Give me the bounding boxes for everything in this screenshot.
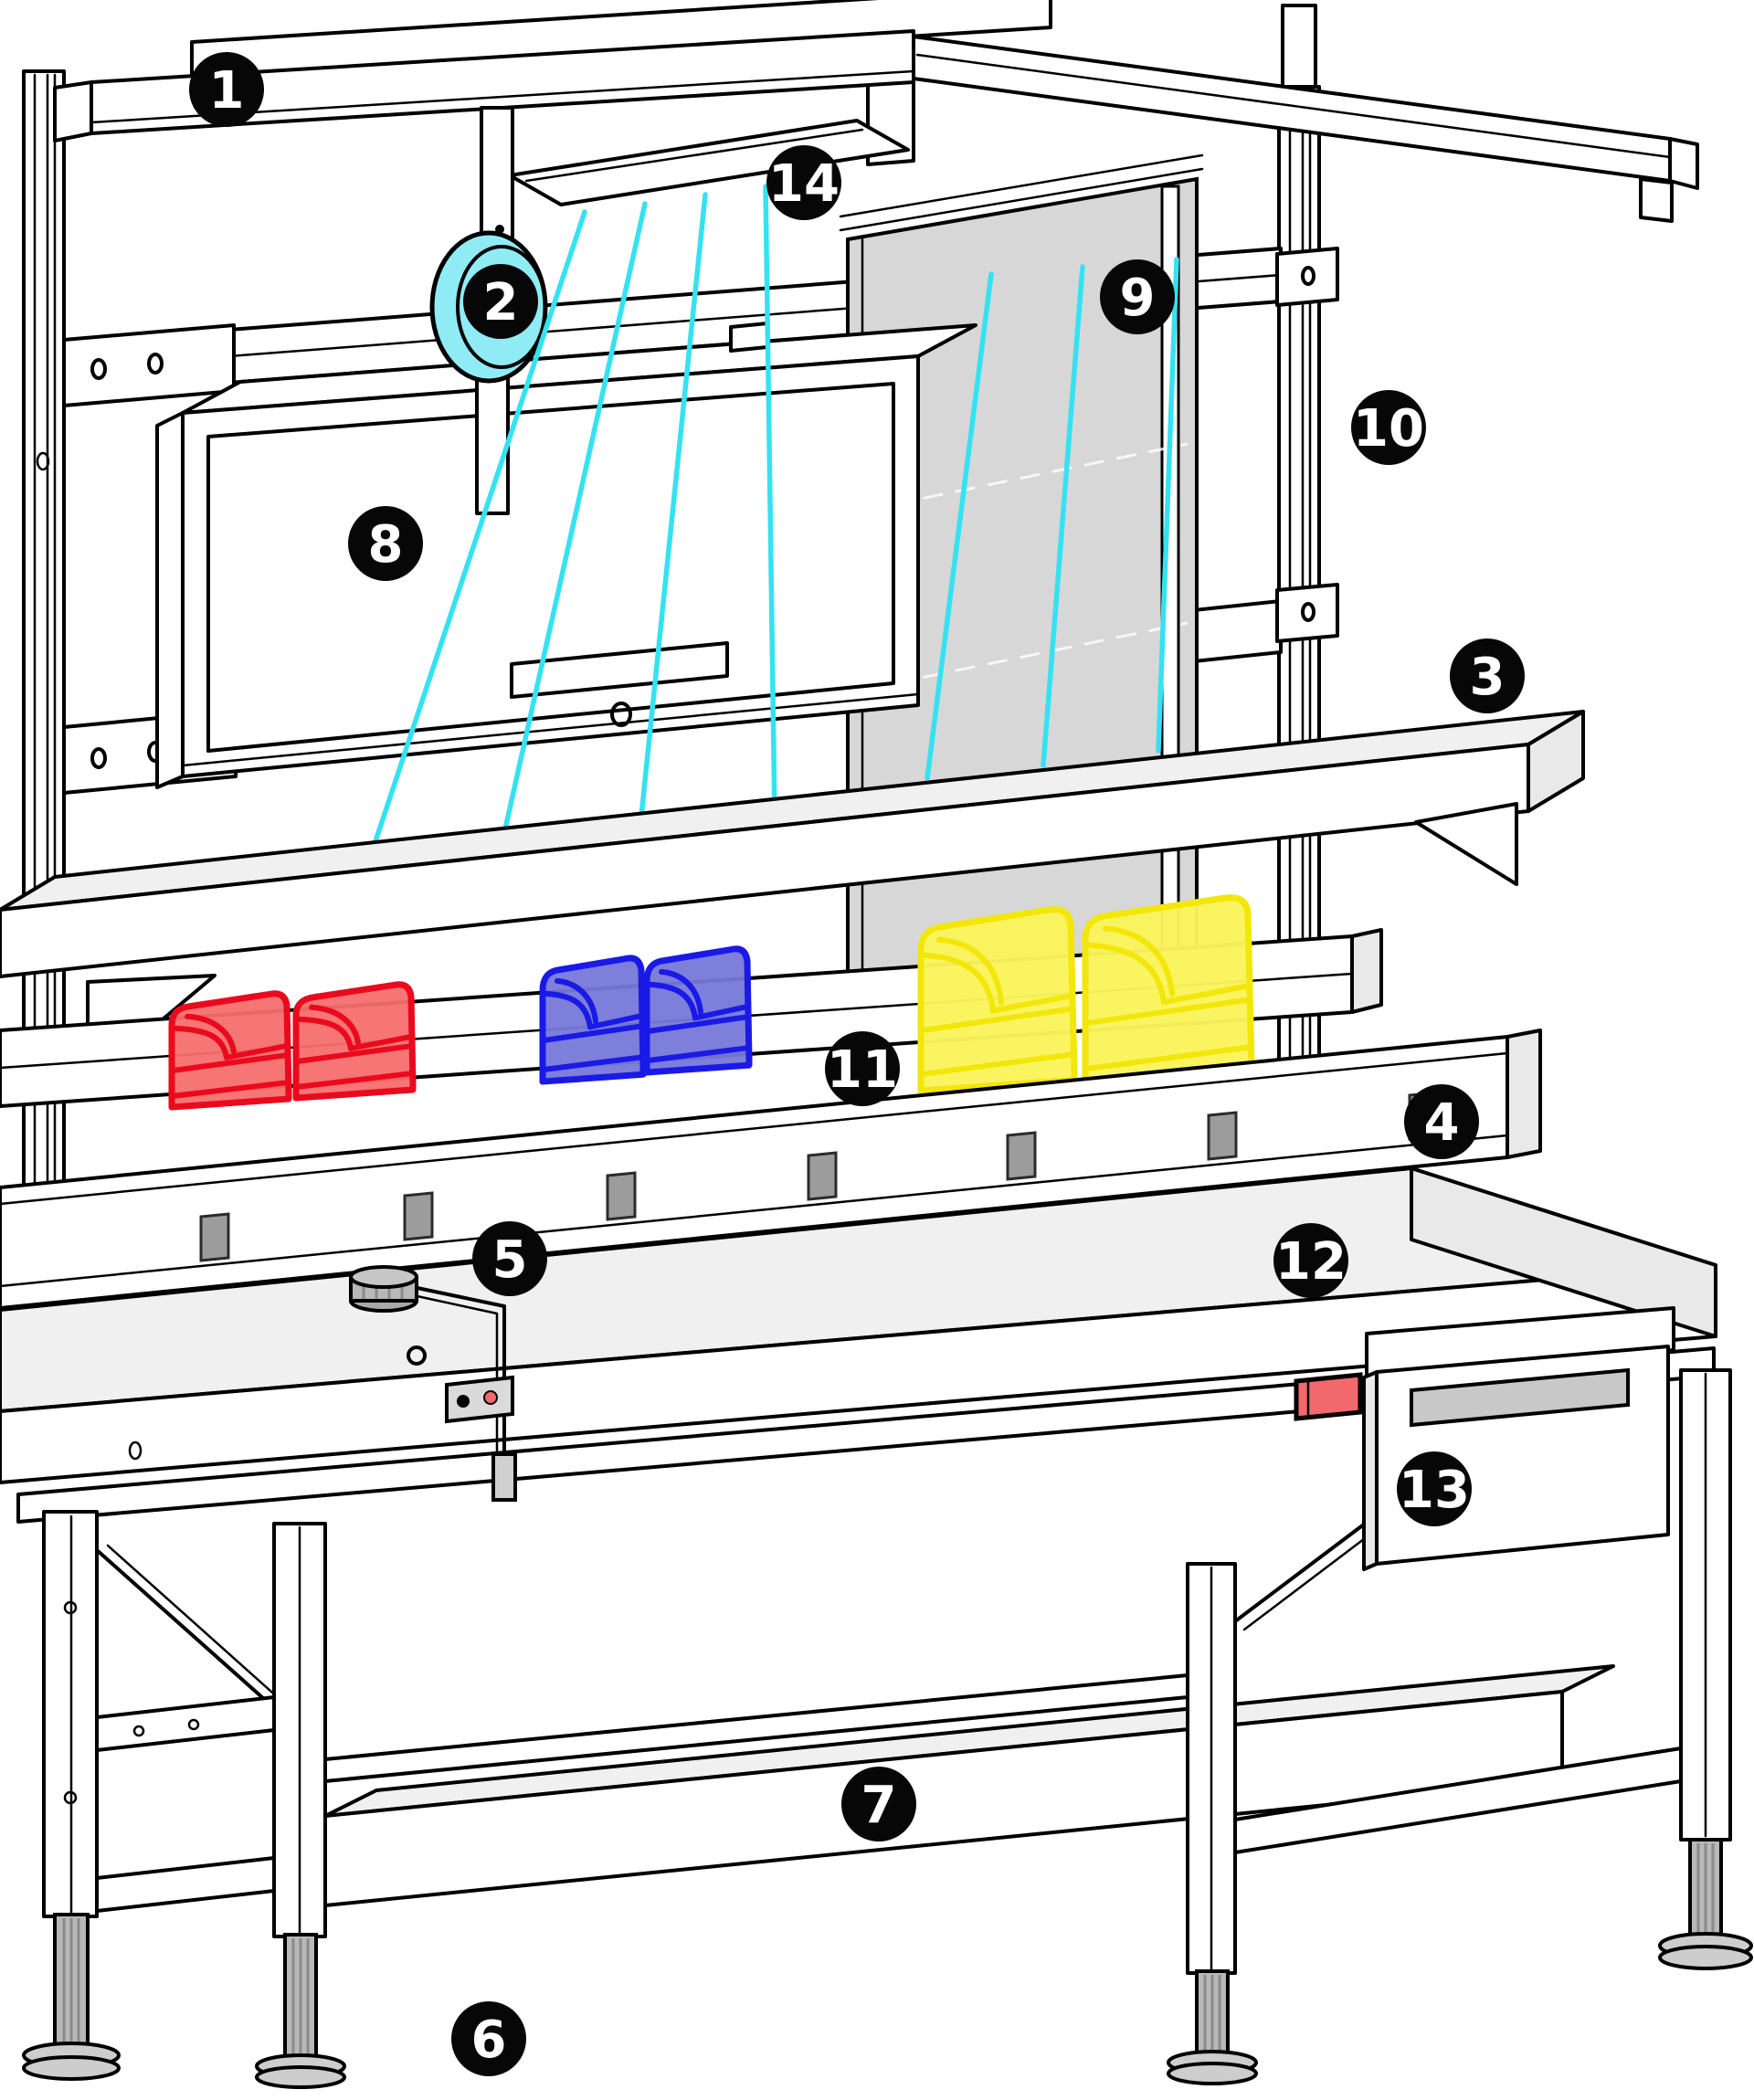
middle-shelf-end [1527, 710, 1585, 813]
callout-11: 11 [825, 1031, 900, 1106]
slotted-back-rail [0, 1029, 1542, 1310]
svg-text:6: 6 [471, 2010, 507, 2070]
rail-slot [1006, 1131, 1037, 1181]
cabinet-left-side [155, 411, 185, 789]
crank-handle [349, 1265, 517, 1502]
storage-bin-red-1 [168, 990, 292, 1111]
callout-10: 10 [1351, 390, 1426, 465]
svg-text:9: 9 [1120, 269, 1156, 328]
svg-text:11: 11 [827, 1040, 898, 1100]
svg-text:8: 8 [368, 515, 404, 575]
drawer-side [1362, 1370, 1379, 1571]
left-stretcher-upper [95, 1695, 276, 1752]
storage-bins [168, 894, 1255, 1111]
boom-left-return [53, 80, 93, 142]
drawer-handle [1410, 1367, 1630, 1428]
svg-text:4: 4 [1424, 1093, 1460, 1153]
left-stretcher-lower [95, 1856, 276, 1913]
rail-slot [606, 1171, 637, 1221]
callout-14: 14 [766, 145, 841, 220]
svg-text:7: 7 [861, 1776, 897, 1835]
mid-rail-bracket-right [1275, 583, 1339, 643]
rail-slot [199, 1212, 230, 1262]
callout-5: 5 [472, 1221, 547, 1296]
svg-text:13: 13 [1399, 1461, 1470, 1520]
storage-bin-blue-1 [539, 955, 647, 1085]
boom-end-cap [1668, 137, 1699, 190]
crank-grip [491, 1452, 517, 1502]
leg-mid-left [255, 1522, 346, 2089]
svg-text:10: 10 [1353, 399, 1424, 459]
rail-slot [807, 1151, 838, 1201]
callout-1: 1 [189, 52, 264, 127]
leg-front-left [22, 1510, 121, 2081]
worktop-eyelet [407, 1345, 427, 1366]
svg-text:1: 1 [209, 61, 245, 121]
upper-rail-bracket-right [1275, 247, 1339, 307]
svg-text:12: 12 [1275, 1232, 1347, 1292]
worktop [0, 1166, 1717, 1484]
under-shelf-light-fixture [508, 119, 910, 206]
worktop-right-end [1410, 1166, 1717, 1338]
lamp-strut-upper [480, 106, 514, 241]
drawer-unit [1294, 1306, 1675, 1571]
understructure [16, 1346, 1753, 2089]
leg-front-right [1658, 1368, 1753, 1970]
callout-7: 7 [841, 1767, 916, 1841]
callout-4: 4 [1404, 1084, 1479, 1159]
callout-3: 3 [1450, 638, 1525, 713]
cabinet-hinge-tab [729, 322, 769, 353]
callout-6: 6 [451, 2001, 526, 2076]
callout-12: 12 [1273, 1223, 1348, 1298]
storage-bin-yellow-1 [917, 906, 1078, 1094]
svg-text:14: 14 [768, 154, 840, 214]
cabinet-door [181, 354, 920, 778]
power-switch-red [1294, 1372, 1363, 1421]
storage-bin-blue-2 [643, 945, 753, 1076]
drawer-suspension-rail [1365, 1306, 1675, 1377]
cabinet-lock [610, 702, 632, 727]
storage-bin-red-2 [292, 981, 417, 1102]
middle-shelf [0, 710, 1585, 1084]
overhead-cabinet [155, 322, 977, 789]
svg-text:3: 3 [1470, 648, 1506, 707]
callout-2: 2 [463, 264, 538, 339]
light-rays [365, 184, 1179, 869]
cabinet-door-handle [510, 641, 729, 699]
callout-13: 13 [1397, 1451, 1472, 1526]
callout-8: 8 [348, 506, 423, 581]
svg-text:2: 2 [483, 273, 519, 332]
callout-9: 9 [1100, 259, 1175, 334]
top-light-boom [53, 0, 1699, 223]
storage-bin-yellow-2 [1082, 894, 1255, 1089]
rail-slot [403, 1191, 434, 1241]
svg-text:5: 5 [492, 1230, 528, 1290]
rail-slot [1207, 1111, 1238, 1161]
leg-mid-right [1167, 1562, 1258, 2085]
crank-plate [445, 1375, 514, 1424]
middle-shelf-bracket-right [1414, 802, 1518, 886]
